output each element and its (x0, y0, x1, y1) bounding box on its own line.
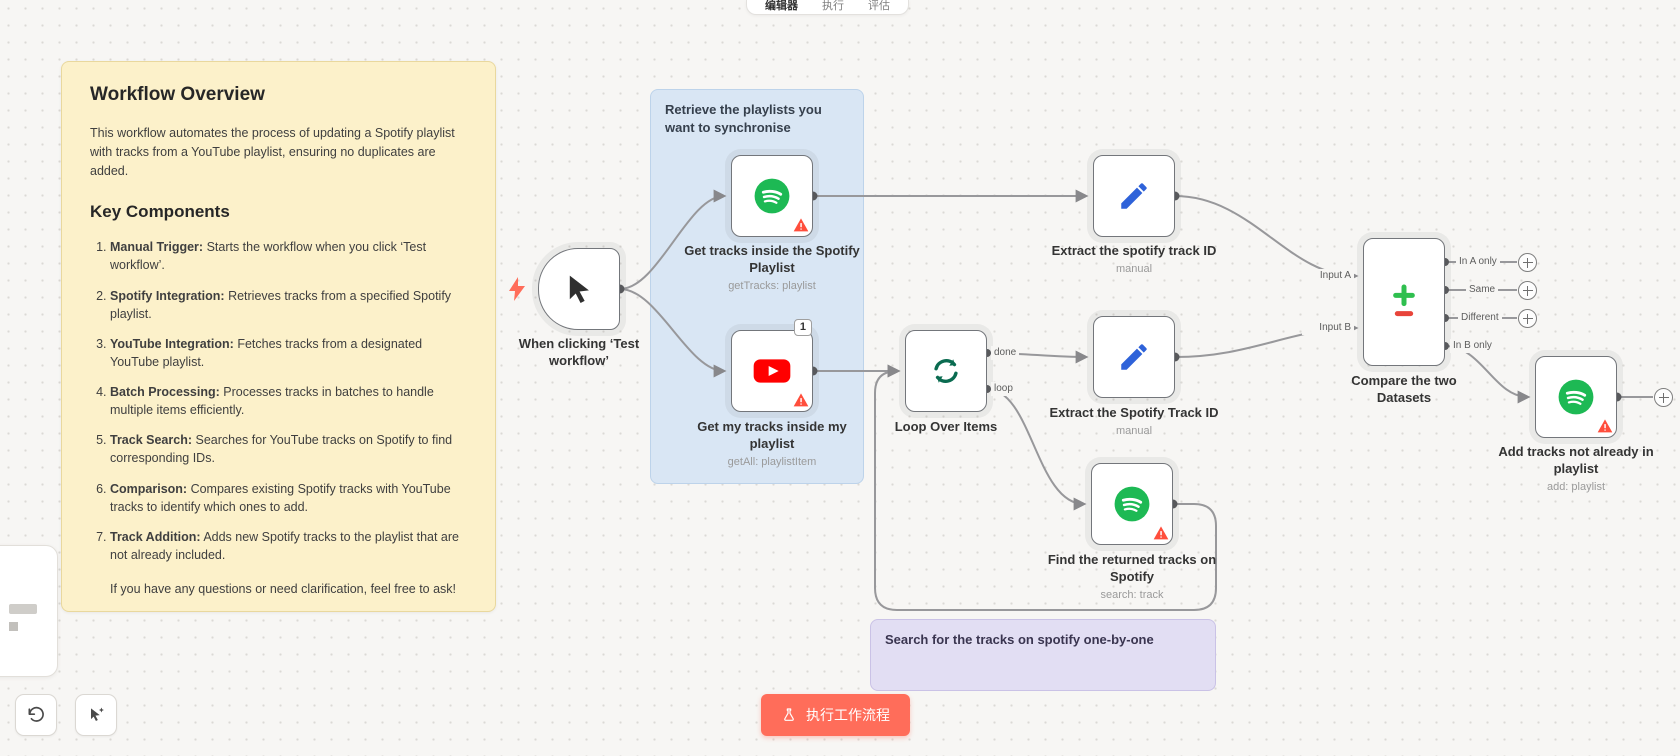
tab-evaluations[interactable]: 评估 (868, 0, 890, 12)
node-label-compare: Compare the two Datasets (1351, 373, 1457, 405)
node-subtitle-extract-mid: manual (1115, 424, 1153, 437)
node-extract-spotify-track-id-mid[interactable] (1093, 316, 1175, 398)
node-label-add-tracks: Add tracks not already in playlist (1498, 444, 1654, 476)
list-item: YouTube Integration: Fetches tracks from… (110, 335, 467, 371)
overview-components-list: Manual Trigger: Starts the workflow when… (110, 238, 467, 564)
node-label-extract-mid: Extract the Spotify Track ID (1049, 405, 1219, 420)
connection-find-loopback-to-loop[interactable] (874, 364, 1217, 611)
pencil-icon (1121, 183, 1147, 209)
list-item: Manual Trigger: Starts the workflow when… (110, 238, 467, 274)
node-subtitle-add-tracks: add: playlist (1546, 480, 1606, 493)
connection-trigger-to-youtube[interactable] (619, 288, 727, 378)
overview-components-heading: Key Components (90, 202, 230, 222)
node-spotify-get-tracks[interactable] (731, 155, 813, 237)
panel-preview-square (9, 622, 18, 631)
list-item: Batch Processing: Processes tracks in ba… (110, 383, 467, 419)
undo-button[interactable] (15, 694, 57, 736)
input-label-a: Input A (1302, 269, 1354, 283)
sticky-retrieve-text: Retrieve the playlists you want to synch… (665, 102, 822, 135)
sticky-note-retrieve[interactable]: Retrieve the playlists you want to synch… (650, 89, 864, 484)
output-label-in-a-only: In A only (1456, 255, 1500, 269)
node-label-spotify-get: Get tracks inside the Spotify Playlist (684, 243, 860, 275)
list-item: Track Addition: Adds new Spotify tracks … (110, 528, 467, 564)
node-label-loop: Loop Over Items (894, 419, 998, 434)
node-youtube-get-tracks[interactable]: 1 (731, 319, 813, 412)
output-label-in-b-only: In B only (1450, 339, 1495, 353)
node-find-returned-tracks[interactable] (1091, 463, 1173, 545)
warning-icon (793, 393, 809, 407)
output-label-different: Different (1458, 311, 1502, 325)
spotify-icon (1558, 379, 1594, 415)
node-subtitle-extract-top: manual (1115, 262, 1153, 275)
trigger-bolt-icon (509, 277, 525, 301)
node-add-tracks[interactable] (1535, 356, 1617, 438)
tab-editor[interactable]: 编辑器 (765, 0, 798, 14)
list-item: Track Search: Searches for YouTube track… (110, 431, 467, 467)
add-node-button-different[interactable] (1518, 309, 1537, 328)
node-label-youtube-get: Get my tracks inside my playlist (697, 419, 847, 451)
output-label-same: Same (1466, 283, 1499, 297)
node-compare-datasets[interactable] (1363, 238, 1445, 366)
overview-title: Workflow Overview (90, 84, 265, 105)
tab-executions[interactable]: 执行 (822, 0, 844, 12)
spotify-icon (754, 178, 790, 214)
node-subtitle-youtube-get: getAll: playlistItem (727, 455, 817, 468)
connection-trigger-to-spotify[interactable] (619, 189, 727, 290)
output-label-loop: loop (991, 382, 1016, 396)
add-node-button-same[interactable] (1518, 281, 1537, 300)
undo-icon (28, 706, 44, 722)
top-tab-bar: 编辑器 执行 评估 (746, 0, 909, 15)
execute-workflow-label: 执行工作流程 (806, 707, 890, 723)
compare-icon (1393, 284, 1415, 317)
warning-icon (1153, 526, 1169, 540)
node-extract-spotify-track-id-top[interactable] (1093, 155, 1175, 237)
add-node-button-output[interactable] (1654, 388, 1673, 407)
collapsed-side-panel[interactable] (0, 545, 58, 677)
node-loop-over-items[interactable] (905, 330, 987, 412)
pencil-icon (1121, 344, 1147, 370)
sticky-search-text: Search for the tracks on spotify one-by-… (885, 632, 1154, 647)
list-item: Spotify Integration: Retrieves tracks fr… (110, 287, 467, 323)
tidy-up-button[interactable] (75, 694, 117, 736)
items-count-badge: 1 (793, 319, 812, 336)
pointer-sparkle-icon (91, 707, 104, 721)
output-label-done: done (991, 346, 1020, 360)
overview-intro: This workflow automates the process of u… (90, 126, 455, 178)
node-label-find-tracks: Find the returned tracks on Spotify (1047, 552, 1217, 584)
loop-icon (934, 359, 958, 383)
panel-preview-bar (9, 604, 37, 614)
node-label-extract-top: Extract the spotify track ID (1051, 243, 1217, 258)
node-manual-trigger[interactable] (538, 248, 620, 330)
flask-icon (784, 708, 794, 721)
sticky-note-overview[interactable]: Workflow Overview This workflow automate… (61, 61, 496, 612)
node-subtitle-find-tracks: search: track (1100, 588, 1164, 601)
add-node-button-in-a-only[interactable] (1518, 253, 1537, 272)
warning-icon (793, 218, 809, 232)
youtube-icon (753, 359, 791, 383)
overview-outro: If you have any questions or need clarif… (110, 582, 457, 596)
node-subtitle-spotify-get: getTracks: playlist (728, 279, 816, 292)
list-item: Comparison: Compares existing Spotify tr… (110, 480, 467, 516)
input-label-b: Input B (1302, 321, 1354, 335)
node-label-manual-trigger: When clicking ‘Test workflow’ (518, 336, 640, 368)
execute-workflow-button[interactable]: 执行工作流程 (761, 694, 910, 736)
spotify-icon (1114, 486, 1150, 522)
cursor-icon (569, 275, 589, 304)
warning-icon (1597, 419, 1613, 433)
sticky-note-search[interactable]: Search for the tracks on spotify one-by-… (870, 619, 1216, 691)
